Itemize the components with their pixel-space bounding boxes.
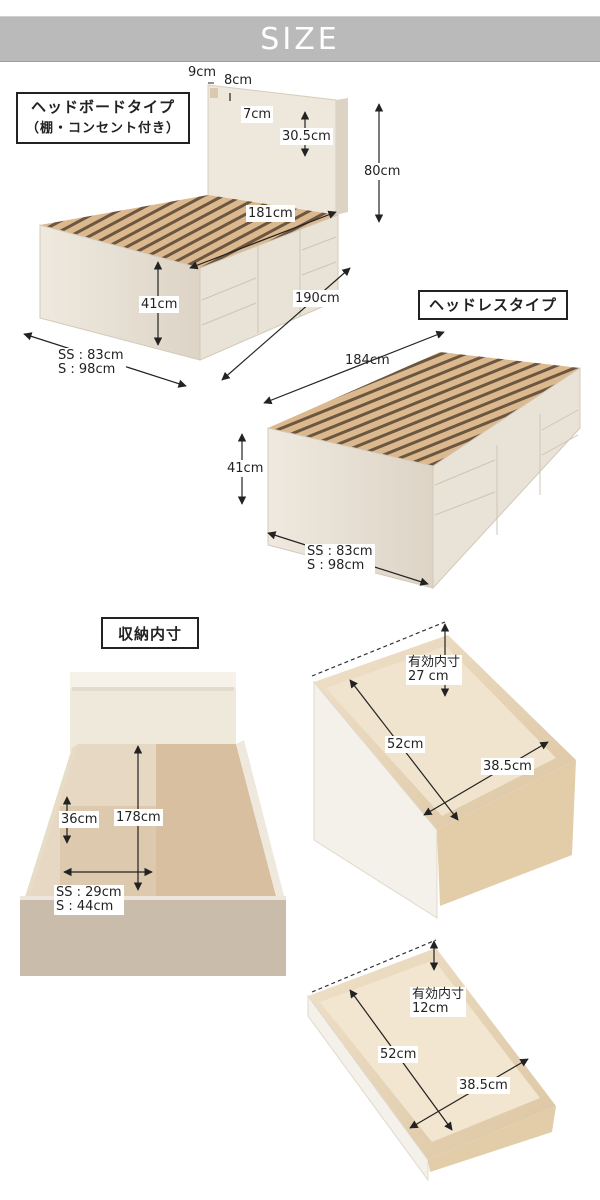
headboard-type-title: ヘッドボードタイプ	[30, 98, 175, 116]
dim-width-ss: SS : 83cm	[58, 348, 124, 363]
headboard-type-label: ヘッドボードタイプ （棚・コンセント付き）	[16, 92, 190, 144]
dim-deep-drawer-width: 38.5cm	[481, 758, 534, 775]
size-header-bar: SIZE	[0, 16, 600, 62]
dim-underbed-width-s: S : 44cm	[56, 899, 114, 914]
dim-headless-width: SS : 83cm S : 98cm	[305, 544, 375, 574]
size-title: SIZE	[260, 21, 340, 57]
dim-shelf-height: 7cm	[241, 106, 274, 123]
dim-underbed-depth: 36cm	[59, 811, 100, 828]
dim-headless-width-s: S : 98cm	[307, 558, 365, 573]
dim-shallow-drawer-width: 38.5cm	[457, 1077, 510, 1094]
storage-section-label: 収納内寸	[101, 617, 199, 649]
dim-headless-width-ss: SS : 83cm	[307, 544, 373, 559]
dim-headless-length: 184cm	[345, 353, 390, 368]
dim-deep-drawer-effective: 有効内寸 27 cm	[406, 655, 463, 685]
shallow-drawer-effective-height: 12cm	[412, 1001, 449, 1016]
shallow-drawer-effective-label: 有効内寸	[412, 987, 465, 1002]
dim-underbed-length: 178cm	[114, 809, 163, 826]
deep-drawer-effective-height: 27 cm	[408, 669, 449, 684]
deep-drawer-effective-label: 有効内寸	[408, 655, 461, 670]
dim-shelf-thickness: 8cm	[224, 73, 253, 88]
dim-shallow-drawer-effective: 有効内寸 12cm	[410, 987, 467, 1017]
dim-inner-length: 181cm	[246, 205, 295, 222]
dim-total-height: 80cm	[362, 163, 403, 180]
headboard-type-subtitle: （棚・コンセント付き）	[25, 121, 180, 136]
dim-underbed-width-ss: SS : 29cm	[56, 885, 122, 900]
dim-deep-drawer-length: 52cm	[385, 736, 426, 753]
dim-width-s: S : 98cm	[58, 362, 116, 377]
dim-shelf-depth: 9cm	[188, 65, 217, 80]
headless-type-label: ヘッドレスタイプ	[418, 290, 568, 320]
dim-headboard-above-frame: 30.5cm	[280, 128, 333, 145]
dim-frame-height: 41cm	[139, 296, 180, 313]
shallow-drawer-illustration	[307, 939, 556, 1182]
dim-underbed-width: SS : 29cm S : 44cm	[54, 885, 124, 915]
dim-total-length: 190cm	[293, 290, 342, 307]
dim-headless-frame-height: 41cm	[225, 460, 266, 477]
dim-width: SS : 83cm S : 98cm	[56, 348, 126, 378]
dim-shallow-drawer-length: 52cm	[378, 1046, 419, 1063]
